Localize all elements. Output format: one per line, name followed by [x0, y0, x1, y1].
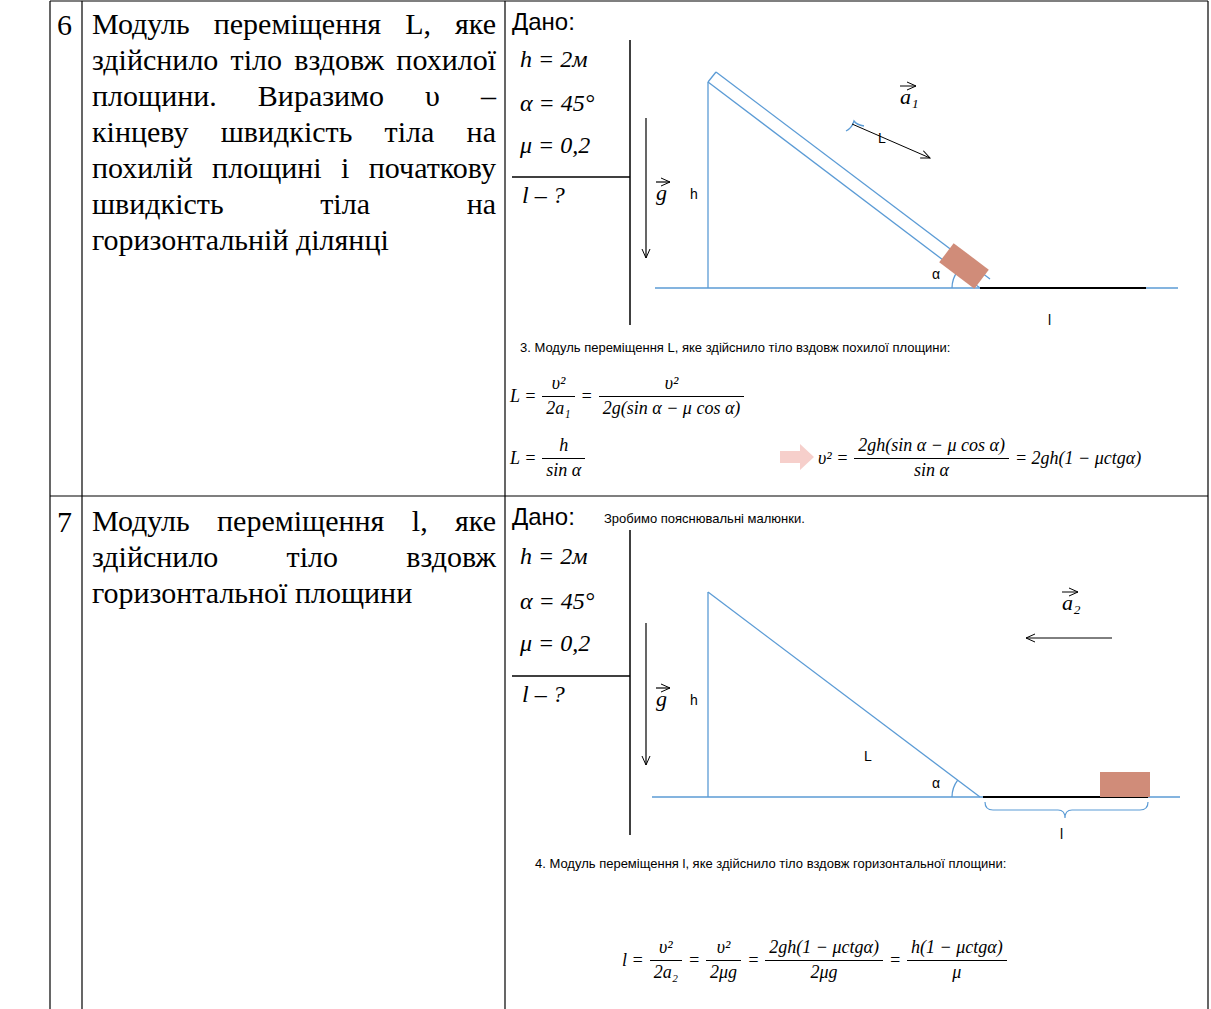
formula-part: =: [747, 950, 759, 971]
formula-numerator: 2gh(sin α − μ cos α): [858, 435, 1005, 456]
given-heading: Дано:: [512, 503, 575, 531]
figure-label: L: [864, 748, 872, 764]
row-number: 7: [57, 505, 72, 539]
formula-denominator: 2μg: [710, 962, 737, 983]
given-heading: Дано:: [512, 8, 575, 36]
figure-label: α: [932, 775, 940, 791]
sliding-block: [1100, 772, 1150, 797]
given-value: h = 2м: [520, 543, 588, 570]
fraction-bar: [765, 960, 883, 961]
inclined-plane: [652, 592, 1180, 797]
figure-label: h: [690, 186, 698, 202]
formula-denominator: 2g(sin α − μ cos α): [603, 398, 741, 419]
acceleration-vector: [852, 124, 930, 158]
formula-denominator: 2μg: [811, 962, 838, 983]
figure-label: l: [1060, 826, 1063, 842]
fraction-bar: [650, 960, 682, 961]
implies-arrow: [780, 444, 814, 470]
formula-part: L =: [510, 386, 536, 407]
given-value: α = 45°: [520, 90, 594, 117]
step-heading: 3. Модуль переміщення L, яке здійснило т…: [520, 340, 1200, 355]
formula-numerator: 2gh(1 − μctgα): [769, 937, 879, 958]
table-cell: Модуль переміщення L, яке здійснило тіло…: [92, 6, 496, 258]
formula-part: l =: [622, 950, 644, 971]
acceleration-vector: [1026, 638, 1112, 639]
figure-label: l: [1048, 312, 1051, 328]
figure-label: α: [932, 266, 940, 282]
fraction-bar: [542, 458, 585, 459]
formula-denominator: sin α: [546, 460, 581, 481]
formula-numerator: υ²: [665, 373, 679, 394]
vector-label: g: [656, 686, 667, 712]
given-separator: [512, 40, 630, 835]
formula-part: υ² =: [818, 448, 848, 469]
given-unknown: l – ?: [522, 681, 565, 708]
fraction-bar: [907, 960, 1007, 961]
vector-label: g: [656, 180, 667, 206]
formula-part: =: [889, 950, 901, 971]
gravity-vector: [646, 118, 670, 765]
row-number: 6: [57, 8, 72, 42]
sliding-block: [939, 243, 989, 289]
formula-numerator: υ²: [659, 937, 673, 958]
fraction-bar: [706, 960, 741, 961]
vector-label: a₂: [1062, 590, 1081, 616]
given-value: α = 45°: [520, 588, 594, 615]
fraction-bar: [542, 396, 574, 397]
horizontal-path: [980, 287, 1146, 289]
given-value: μ = 0,2: [520, 132, 590, 159]
formula-part: =: [581, 386, 593, 407]
note-text: Зробимо пояснювальні малюнки.: [604, 511, 1004, 526]
step-heading: 4. Модуль переміщення l, яке здійснило т…: [535, 856, 1135, 871]
inclined-plane: [655, 72, 1178, 288]
formula-denominator: sin α: [914, 460, 949, 481]
formula-denominator: 2a₁: [546, 398, 570, 419]
figure-label: h: [690, 692, 698, 708]
given-value: h = 2м: [520, 46, 588, 73]
formula-numerator: h: [559, 435, 568, 456]
figure-label: L: [878, 130, 886, 146]
formula-denominator: μ: [952, 962, 961, 983]
formula-part: = 2gh(1 − μctgα): [1015, 448, 1141, 469]
formula-denominator: 2a₂: [654, 962, 678, 983]
formula-numerator: h(1 − μctgα): [911, 937, 1003, 958]
table-grid: [50, 1, 1208, 1009]
given-value: μ = 0,2: [520, 630, 590, 657]
formula-part: L =: [510, 448, 536, 469]
fraction-bar: [599, 396, 745, 397]
formula-numerator: υ²: [717, 937, 731, 958]
formula-part: =: [688, 950, 700, 971]
vector-label: a₁: [900, 84, 919, 110]
given-unknown: l – ?: [522, 182, 565, 209]
length-brace: [985, 802, 1148, 818]
table-cell: Модуль переміщення l, яке здійснило тіло…: [92, 503, 496, 611]
fraction-bar: [854, 458, 1009, 459]
formula-numerator: υ²: [552, 373, 566, 394]
